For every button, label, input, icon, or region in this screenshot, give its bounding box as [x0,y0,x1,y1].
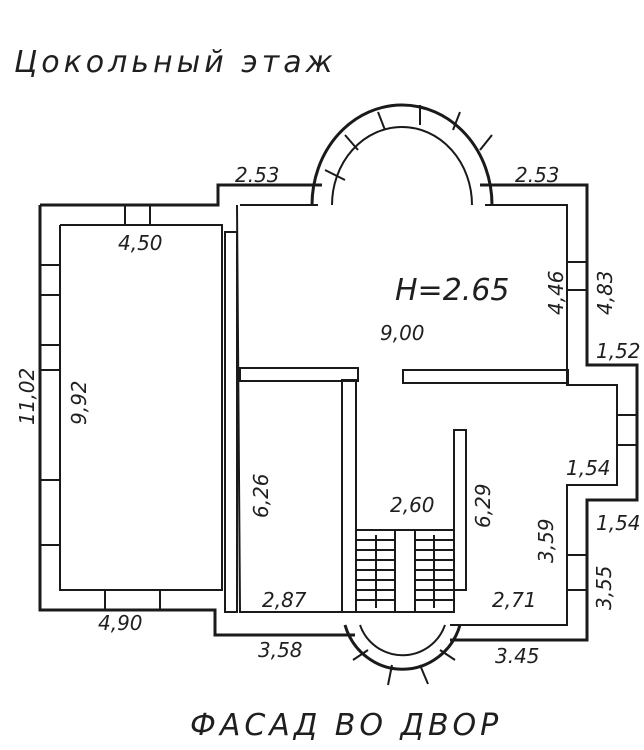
dim-middle-room-bottom: 2,87 [262,588,307,612]
plan-title: Цокольный этаж [14,45,337,80]
dim-stair-width: 2,60 [390,493,435,517]
left-wall-windows [40,205,637,610]
dim-right-room-bottom: 2,71 [492,588,537,612]
dim-right-outer-lower: 3,55 [592,565,616,610]
interior-walls [224,231,569,613]
dim-middle-room-height: 6,26 [249,473,273,518]
dim-right-step-mid-outer: 1,54 [596,511,641,535]
dim-bottom-right-segment: 3.45 [495,644,540,668]
dim-left-room-bottom: 4,90 [98,611,143,635]
dim-right-step-mid: 1,54 [566,456,611,480]
facade-caption: ФАСАД ВО ДВОР [190,708,502,743]
dim-right-step-upper: 1,52 [596,339,641,363]
outer-walls [38,183,639,642]
dim-left-room-inner-height: 9,92 [67,380,91,425]
dim-left-room-top: 4,50 [118,231,163,255]
top-bay-window [310,103,494,206]
dim-left-room-outer-height: 11,02 [15,368,39,425]
dim-right-outer-upper: 4,83 [593,270,617,315]
dim-hall-height: 4,46 [544,270,568,315]
dim-top-right-step: 2.53 [515,163,560,187]
height-label: H=2.65 [395,273,510,308]
dim-hall-width: 9,00 [380,321,425,345]
dim-right-room-height: 3,59 [534,518,558,563]
staircase [355,529,455,613]
dim-bottom-left-segment: 3,58 [258,638,303,662]
bottom-bay-window [343,624,462,686]
dim-top-left-step: 2.53 [235,163,280,187]
dimension-labels: 2.53 2.53 4,50 11,02 9,92 4,90 H=2.65 9,… [15,163,641,668]
dim-stair-right-height: 6,29 [471,483,495,528]
